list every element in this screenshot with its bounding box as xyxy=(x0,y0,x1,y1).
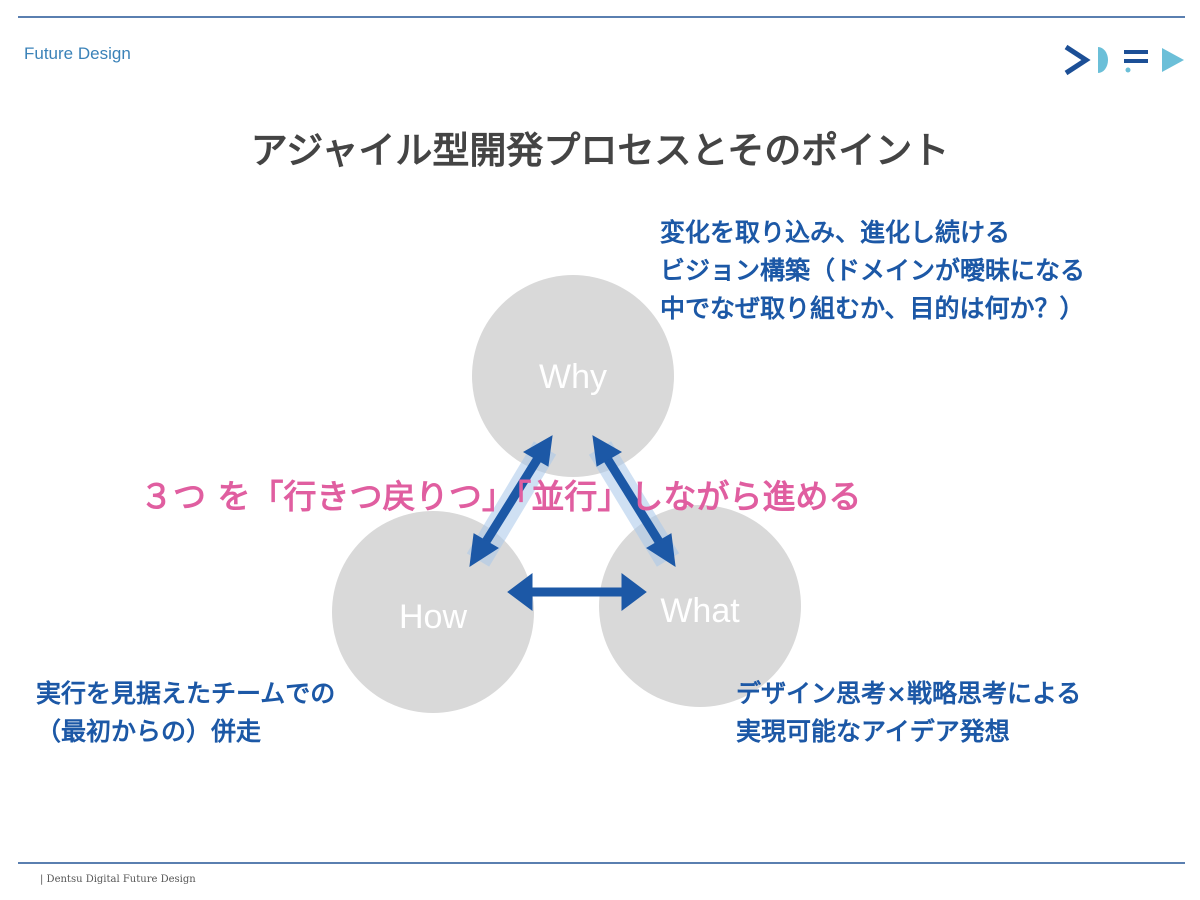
why-note: 変化を取り込み、進化し続ける ビジョン構築（ドメインが曖昧になる 中でなぜ取り組… xyxy=(660,214,1085,328)
why-note-line: ビジョン構築（ドメインが曖昧になる xyxy=(660,256,1086,285)
what-label: What xyxy=(660,592,740,630)
how-note: 実行を見据えたチームでの （最初からの）併走 xyxy=(36,675,335,751)
brand-label: Future Design xyxy=(24,44,131,63)
top-rule xyxy=(18,16,1185,18)
why-note-line: 中でなぜ取り組むか、目的は何か？） xyxy=(660,294,1085,323)
why-what-arrow xyxy=(601,452,667,551)
arrows xyxy=(469,435,676,611)
why-how-arrow xyxy=(478,452,544,551)
page-title: アジャイル型開発プロセスとそのポイント xyxy=(250,129,950,172)
why-note-line: 変化を取り込み、進化し続ける xyxy=(660,218,1011,247)
bottom-rule xyxy=(18,862,1185,864)
how-label: How xyxy=(399,598,467,636)
what-note-line: デザイン思考×戦略思考による xyxy=(736,679,1082,708)
what-note: デザイン思考×戦略思考による 実現可能なアイデア発想 xyxy=(736,675,1081,751)
why-circle xyxy=(472,275,674,477)
footer-text: | Dentsu Digital Future Design xyxy=(40,874,196,885)
what-circle xyxy=(599,505,801,707)
logo xyxy=(1064,44,1184,76)
how-note-line: （最初からの）併走 xyxy=(36,717,262,746)
what-note-line: 実現可能なアイデア発想 xyxy=(736,717,1010,746)
tagline: ３つ を「行きつ戻りつ」「並行」しながら進める xyxy=(140,477,862,516)
why-label: Why xyxy=(539,358,607,396)
how-note-line: 実行を見据えたチームでの xyxy=(36,679,336,708)
